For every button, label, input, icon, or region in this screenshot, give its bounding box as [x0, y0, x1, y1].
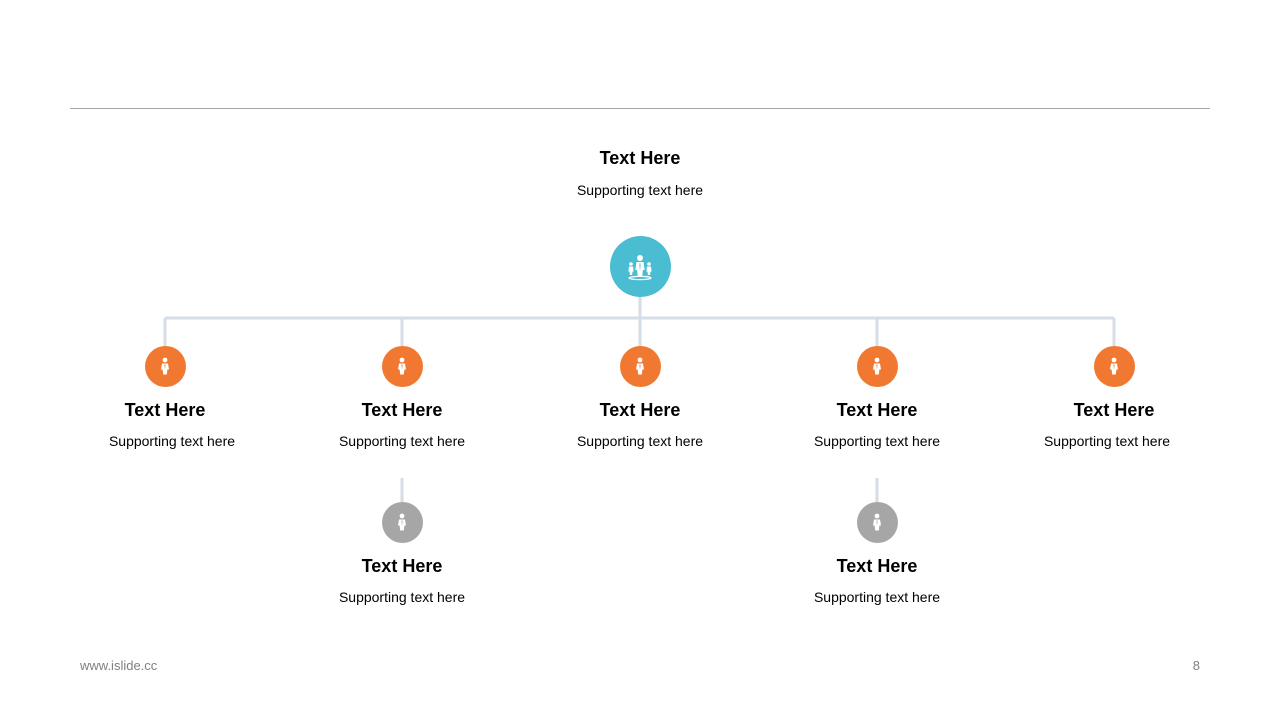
business-people-icon [628, 255, 652, 281]
child-subtitle: Supporting text here [813, 433, 941, 449]
grandchild-subtitle: Supporting text here [338, 589, 466, 605]
person-icon [161, 357, 169, 375]
child-subtitle: Supporting text here [338, 433, 466, 449]
page-number: 8 [1192, 658, 1200, 673]
grandchild-title: Text Here [361, 556, 443, 576]
person-icon [398, 513, 406, 531]
child-subtitle: Supporting text here [108, 433, 236, 449]
root-title: Text Here [599, 148, 681, 168]
footer-url[interactable]: www.islide.cc [80, 658, 158, 673]
child-circle [856, 345, 898, 387]
person-icon [636, 357, 644, 375]
child-title: Text Here [1073, 400, 1155, 420]
child-subtitle: Supporting text here [576, 433, 704, 449]
child-title: Text Here [836, 400, 918, 420]
child-circle [619, 345, 661, 387]
child-title: Text Here [124, 400, 206, 420]
person-icon [398, 357, 406, 375]
header-divider [70, 108, 1210, 109]
child-circle [1093, 345, 1135, 387]
root-circle [609, 235, 671, 297]
person-icon [1110, 357, 1118, 375]
grandchild-circle [381, 501, 423, 543]
root-subtitle: Supporting text here [576, 182, 704, 198]
grandchild-subtitle: Supporting text here [813, 589, 941, 605]
child-circle [381, 345, 423, 387]
child-circle [144, 345, 186, 387]
person-icon [873, 513, 881, 531]
grandchild-circle [856, 501, 898, 543]
grandchild-title: Text Here [836, 556, 918, 576]
child-subtitle: Supporting text here [1043, 433, 1171, 449]
person-icon [873, 357, 881, 375]
child-title: Text Here [361, 400, 443, 420]
child-title: Text Here [599, 400, 681, 420]
